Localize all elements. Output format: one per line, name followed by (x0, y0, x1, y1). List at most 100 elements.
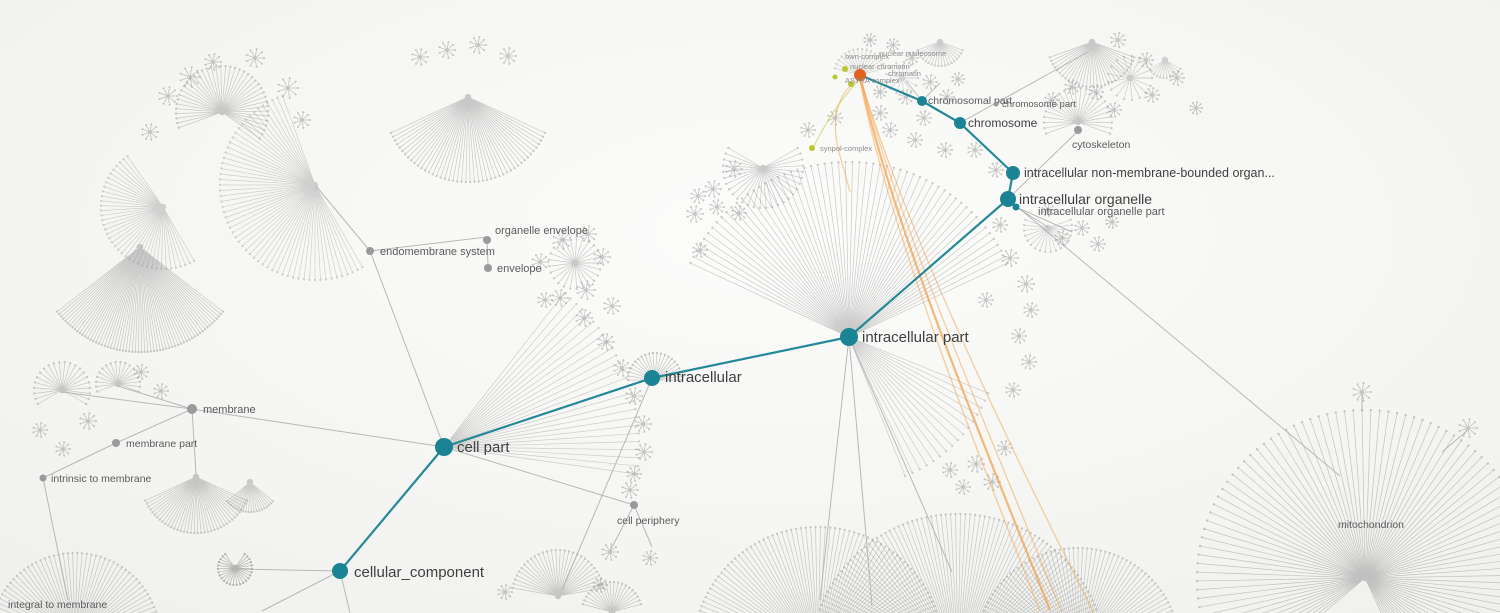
association-edge (859, 79, 1041, 612)
fan-cluster (982, 546, 1174, 613)
node-label-intracellular_organelle[interactable]: intracellular organelle (1019, 191, 1152, 207)
node-endomembrane_system[interactable] (366, 247, 374, 255)
flower-cluster (967, 455, 985, 473)
node-intracellular_organelle_part[interactable] (1012, 203, 1020, 211)
node-label-envelope[interactable]: envelope (497, 263, 542, 275)
node-organelle_envelope[interactable] (483, 236, 491, 244)
node-intracellular[interactable] (644, 370, 660, 386)
edge (1015, 206, 1049, 228)
fan-cluster (1148, 56, 1182, 80)
node-label-intracellular_organelle_part[interactable]: intracellular organelle part (1038, 206, 1165, 218)
node-chromosome[interactable] (954, 117, 966, 129)
node-intrinsic_to_membrane[interactable] (39, 474, 47, 482)
flower-cluster (1088, 84, 1104, 100)
node-cell_part[interactable] (435, 438, 453, 456)
edge (819, 336, 850, 601)
node-label-membrane_part[interactable]: membrane part (126, 438, 197, 450)
association-edge-green (813, 80, 859, 147)
node-label-organelle_envelope[interactable]: organelle envelope (495, 225, 588, 237)
node-label-intracellular[interactable]: intracellular (665, 369, 742, 386)
flower-cluster (1105, 215, 1119, 229)
node-green_node_3[interactable] (832, 74, 838, 80)
edge (1007, 130, 1079, 200)
node-green_node_2[interactable] (848, 81, 854, 87)
flower-cluster (983, 473, 1001, 491)
node-label-cell_periphery[interactable]: cell periphery (617, 515, 680, 527)
node-label-endomembrane_system[interactable]: endomembrane system (380, 246, 495, 258)
node-synpol_node[interactable] (809, 145, 815, 151)
flower-cluster (1021, 354, 1037, 370)
fan-cluster (94, 360, 142, 393)
node-envelope[interactable] (484, 264, 492, 272)
flower-cluster (1352, 382, 1372, 402)
flower-cluster (709, 199, 725, 215)
flower-cluster (245, 48, 265, 68)
flower-cluster (916, 110, 932, 126)
node-membrane[interactable] (187, 404, 197, 414)
term-label[interactable]: own-complex (845, 52, 889, 61)
node-intracellular_nmb[interactable] (1006, 166, 1020, 180)
fan-cluster (440, 292, 641, 476)
flower-cluster (905, 51, 919, 65)
flower-cluster (872, 105, 888, 121)
node-intracellular_organelle[interactable] (1000, 191, 1016, 207)
node-chromosome_part[interactable] (993, 101, 999, 107)
node-label-mitochondrion[interactable]: mitochondrion (1338, 519, 1404, 531)
flower-cluster (800, 122, 816, 138)
node-label-intracellular_nmb[interactable]: intracellular non-membrane-bounded organ… (1024, 166, 1275, 180)
fan-cluster (511, 548, 605, 600)
node-label-cell_part[interactable]: cell part (457, 439, 510, 456)
edge (61, 391, 193, 410)
flower-cluster (967, 142, 983, 158)
node-cytoskeleton[interactable] (1074, 126, 1082, 134)
node-chromatin_nucleosome[interactable] (854, 69, 866, 81)
node-label-intrinsic_to_membrane[interactable]: intrinsic to membrane (51, 473, 152, 485)
flower-cluster (1054, 230, 1070, 246)
node-label-integral_to_membrane[interactable]: integral to membrane (8, 599, 107, 611)
flower-cluster (634, 415, 652, 433)
node-label-cytoskeleton[interactable]: cytoskeleton (1072, 139, 1131, 151)
edge (115, 408, 193, 444)
node-cell_periphery[interactable] (630, 501, 638, 509)
fan-cluster (885, 60, 920, 96)
node-cellular_component[interactable] (332, 563, 348, 579)
term-label[interactable]: nuclear chromatin (850, 62, 910, 71)
node-intracellular_part[interactable] (840, 328, 858, 346)
node-label-chromosome_part[interactable]: chromosome part (1002, 99, 1076, 110)
node-label-chromosomal_part[interactable]: chromosomal part (928, 95, 1012, 107)
flower-cluster (411, 48, 429, 66)
node-label-chromosome[interactable]: chromosome (968, 116, 1038, 130)
node-label-intracellular_part[interactable]: intracellular part (862, 329, 970, 346)
flower-cluster (552, 230, 572, 250)
edge (369, 236, 488, 252)
fan-cluster (916, 38, 964, 68)
edge (191, 408, 445, 448)
flower-cluster (1011, 328, 1027, 344)
flower-cluster (55, 441, 71, 457)
flower-cluster (978, 292, 994, 308)
edge (1015, 206, 1073, 233)
flower-cluster (886, 38, 900, 52)
node-label-membrane[interactable]: membrane (203, 404, 256, 416)
flower-cluster (613, 359, 631, 377)
flower-cluster (469, 36, 487, 54)
node-label-cellular_component[interactable]: cellular_component (354, 564, 485, 581)
term-label[interactable]: chromatin (888, 69, 921, 78)
flower-cluster (625, 387, 643, 405)
node-chromosomal_part[interactable] (917, 96, 927, 106)
term-label[interactable]: ASTRA complex (845, 76, 900, 85)
term-label[interactable]: synpol-complex (820, 144, 872, 153)
node-green_node_1[interactable] (842, 66, 848, 72)
edge (1007, 198, 1341, 477)
association-edge (861, 81, 1063, 613)
highlighted-path-edge (848, 198, 1009, 338)
edge (191, 408, 197, 475)
term-label[interactable]: nuclear nucleosome (879, 49, 946, 58)
node-membrane_part[interactable] (112, 439, 120, 447)
flower-cluster (531, 253, 549, 271)
fan-cluster (845, 333, 990, 478)
fan-cluster (218, 94, 364, 282)
flower-cluster (692, 242, 708, 258)
edge (561, 377, 653, 591)
